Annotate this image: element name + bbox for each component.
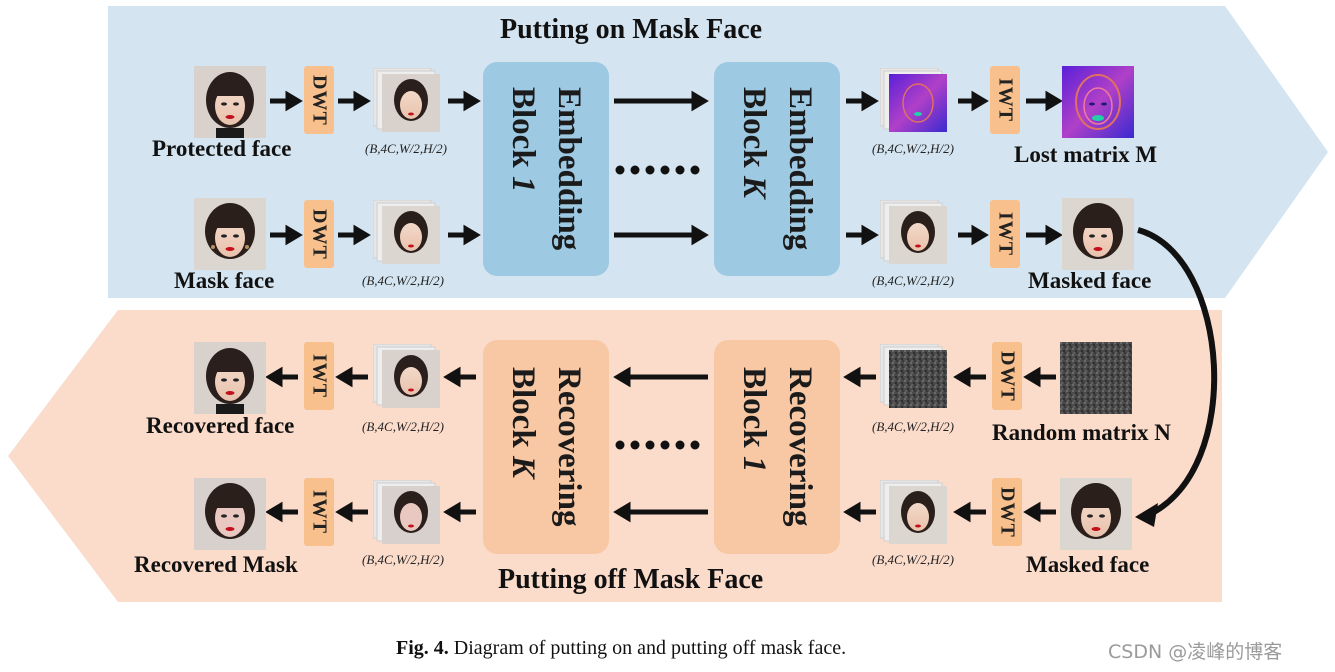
top-row1-output-stack xyxy=(880,68,947,132)
bottom-row2-iwt-tag: IWT xyxy=(304,478,334,546)
caption-text: Diagram of putting on and putting off ma… xyxy=(448,637,847,659)
top-row2-iwt-tag: IWT xyxy=(990,200,1020,268)
bottom-row1-output-stack xyxy=(373,344,440,408)
bottom-row1-iwt-tag: IWT xyxy=(304,342,334,410)
top-section-title: Putting on Mask Face xyxy=(500,14,763,45)
bottom-row1-arrows xyxy=(265,366,1056,388)
recovered-mask-label: Recovered Mask xyxy=(134,552,298,577)
curved-connector-arrow xyxy=(1137,227,1218,518)
recovered-mask-image xyxy=(194,478,266,550)
shape-label-bottom-row1-right: (B,4C,W/2,H/2) xyxy=(872,419,954,434)
bottom-row2-input-stack xyxy=(880,480,947,544)
top-row1-input-stack xyxy=(373,68,440,132)
masked-face-bottom-image xyxy=(1060,478,1132,550)
top-row2-input-stack xyxy=(373,200,440,264)
recovered-face-image xyxy=(194,342,266,414)
masked-face-top-label: Masked face xyxy=(1028,268,1152,293)
mask-face-label: Mask face xyxy=(174,268,275,293)
figure-number: Fig. 4. xyxy=(396,637,449,659)
masked-face-top-image xyxy=(1062,198,1134,270)
random-matrix-image xyxy=(1060,342,1132,414)
bottom-row2-dwt-tag: DWT xyxy=(992,478,1022,546)
figure-caption: Fig. 4. Diagram of putting on and puttin… xyxy=(396,637,846,660)
dots xyxy=(615,165,700,450)
mask-face-image xyxy=(194,198,266,270)
bottom-row2-arrows xyxy=(265,501,1056,523)
masked-face-bottom-label: Masked face xyxy=(1026,552,1150,577)
shape-label-bottom-row1-left: (B,4C,W/2,H/2) xyxy=(362,419,444,434)
top-row2-dwt-tag: DWT xyxy=(304,200,334,268)
shape-label-top-row1-left: (B,4C,W/2,H/2) xyxy=(365,141,447,156)
top-row2-arrows xyxy=(270,224,1063,246)
shape-label-top-row2-left: (B,4C,W/2,H/2) xyxy=(362,273,444,288)
top-row1-iwt-tag: IWT xyxy=(990,66,1020,134)
top-row1-arrows xyxy=(270,90,1063,112)
bottom-row1-input-stack xyxy=(880,344,947,408)
top-row1-dwt-tag: DWT xyxy=(304,66,334,134)
shape-label-bottom-row2-left: (B,4C,W/2,H/2) xyxy=(362,552,444,567)
shape-label-top-row2-right: (B,4C,W/2,H/2) xyxy=(872,273,954,288)
shape-label-top-row1-right: (B,4C,W/2,H/2) xyxy=(872,141,954,156)
recovered-face-label: Recovered face xyxy=(146,413,295,438)
bottom-row2-output-stack xyxy=(373,480,440,544)
protected-face-label: Protected face xyxy=(152,136,292,161)
protected-face-image xyxy=(194,66,266,138)
bottom-row1-dwt-tag: DWT xyxy=(992,342,1022,410)
lost-matrix-label: Lost matrix M xyxy=(1014,142,1158,167)
watermark: CSDN @凌峰的博客 xyxy=(1108,641,1283,663)
top-row2-output-stack xyxy=(880,200,947,264)
random-matrix-label: Random matrix N xyxy=(992,420,1171,445)
bottom-section-title: Putting off Mask Face xyxy=(498,564,764,595)
shape-label-bottom-row2-right: (B,4C,W/2,H/2) xyxy=(872,552,954,567)
lost-matrix-image xyxy=(1062,66,1134,138)
